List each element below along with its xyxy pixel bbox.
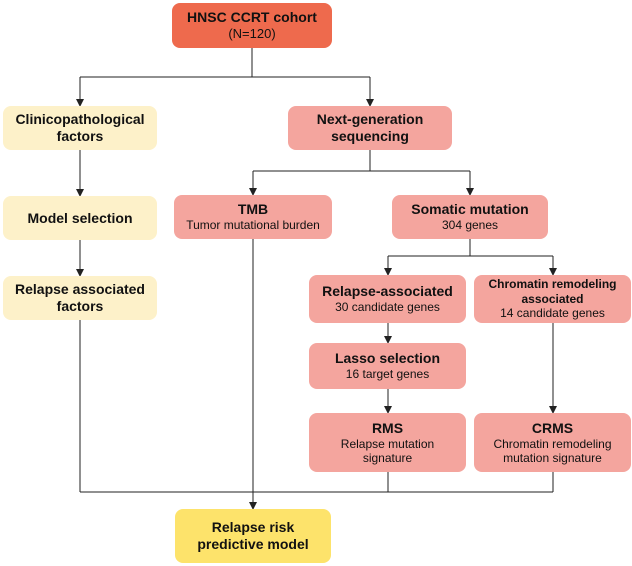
clinicopathological-title: Clinicopathological factors: [15, 111, 145, 144]
ngs-title: Next-generation sequencing: [316, 111, 424, 144]
chromatin-remodeling-box: Chromatin remodeling associated 14 candi…: [474, 275, 631, 323]
rms-subtitle: Relapse mutation signature: [340, 436, 435, 465]
somatic-mutation-subtitle: 304 genes: [441, 218, 499, 233]
final-model-title: Relapse risk predictive model: [197, 519, 309, 552]
cohort-subtitle: (N=120): [228, 26, 276, 42]
tmb-title: TMB: [237, 201, 269, 218]
somatic-mutation-title: Somatic mutation: [411, 201, 529, 218]
final-model-box: Relapse risk predictive model: [175, 509, 331, 563]
ngs-box: Next-generation sequencing: [288, 106, 452, 150]
model-selection-box: Model selection: [3, 196, 157, 240]
model-selection-title: Model selection: [27, 209, 133, 226]
tmb-subtitle: Tumor mutational burden: [186, 218, 320, 233]
relapse-associated-subtitle: 30 candidate genes: [335, 300, 440, 315]
crms-subtitle: Chromatin remodeling mutation signature: [493, 436, 612, 465]
relapse-associated-title: Relapse-associated: [322, 283, 453, 300]
chromatin-remodeling-title: Chromatin remodeling associated: [488, 277, 617, 306]
lasso-selection-subtitle: 16 target genes: [345, 367, 430, 382]
relapse-factors-box: Relapse associated factors: [3, 276, 157, 320]
rms-box: RMS Relapse mutation signature: [309, 413, 466, 472]
cohort-title: HNSC CCRT cohort: [187, 9, 317, 26]
crms-box: CRMS Chromatin remodeling mutation signa…: [474, 413, 631, 472]
relapse-associated-box: Relapse-associated 30 candidate genes: [309, 275, 466, 323]
cohort-box: HNSC CCRT cohort (N=120): [172, 3, 332, 48]
lasso-selection-title: Lasso selection: [334, 350, 441, 367]
relapse-factors-title: Relapse associated factors: [15, 281, 145, 314]
rms-title: RMS: [371, 419, 404, 436]
crms-title: CRMS: [531, 419, 574, 436]
lasso-selection-box: Lasso selection 16 target genes: [309, 343, 466, 389]
tmb-box: TMB Tumor mutational burden: [174, 195, 332, 239]
clinicopathological-box: Clinicopathological factors: [3, 106, 157, 150]
somatic-mutation-box: Somatic mutation 304 genes: [392, 195, 548, 239]
chromatin-remodeling-subtitle: 14 candidate genes: [500, 306, 605, 321]
